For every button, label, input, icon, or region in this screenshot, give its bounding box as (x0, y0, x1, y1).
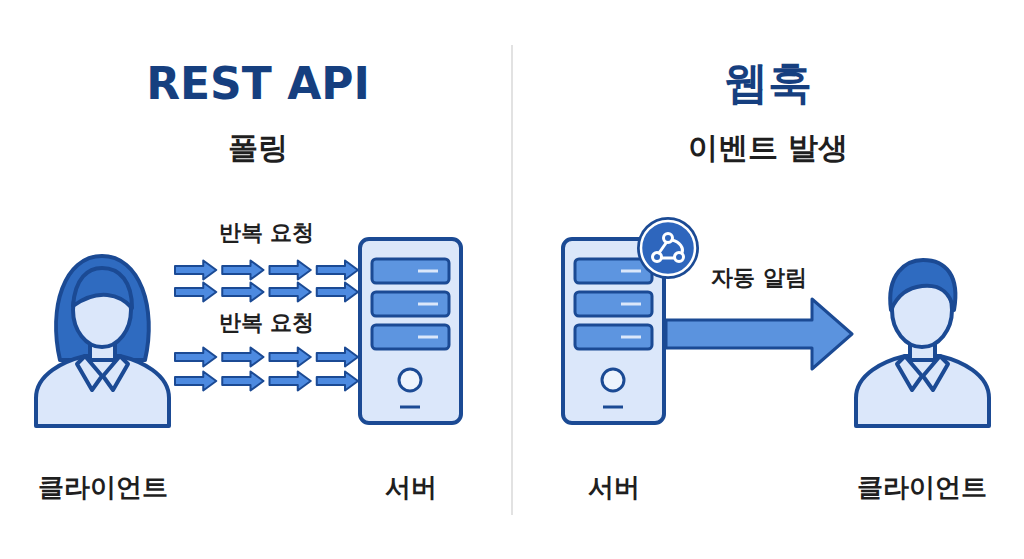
client-node: 클라이언트 (30, 248, 175, 508)
panel-title: REST API (146, 58, 370, 109)
server-node: 서버 (561, 237, 666, 508)
node-label: 클라이언트 (832, 470, 1012, 504)
edge-label: 자동 알림 (711, 263, 807, 293)
client-icon (856, 260, 989, 426)
polling-arrows (175, 261, 358, 302)
server-node: 서버 (358, 237, 463, 508)
edge-label: 반복 요청 (219, 308, 315, 338)
panel-subtitle: 이벤트 발생 (688, 128, 848, 169)
edge-label: 반복 요청 (219, 218, 315, 248)
panel-divider (511, 45, 513, 515)
server-icon (360, 239, 461, 423)
polling-arrows (175, 348, 358, 391)
client-icon (36, 256, 169, 426)
panel-title: 웹훅 (724, 54, 812, 113)
node-label: 서버 (338, 470, 483, 504)
node-label: 클라이언트 (10, 470, 195, 504)
client-node: 클라이언트 (852, 248, 992, 508)
notification-arrow (666, 299, 852, 369)
webhook-badge (637, 217, 699, 279)
node-label: 서버 (541, 470, 686, 504)
panel-subtitle: 폴링 (228, 128, 288, 169)
